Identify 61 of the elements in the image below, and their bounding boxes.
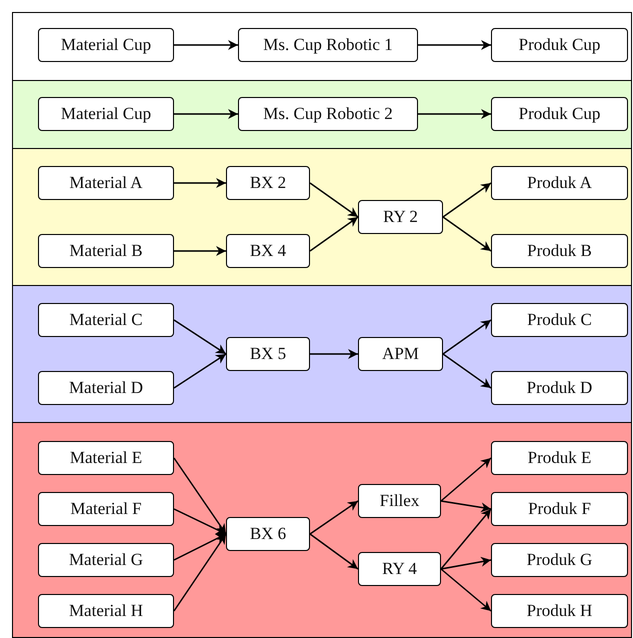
process-box: Material C [38, 303, 174, 337]
lane-band [12, 422, 632, 638]
arrow [173, 458, 227, 534]
arrow [173, 534, 227, 612]
arrow [440, 457, 492, 502]
process-box: Produk Cup [491, 97, 628, 131]
lane-band [12, 285, 632, 423]
process-box: Produk A [491, 166, 628, 200]
arrow [442, 319, 492, 355]
process-box: Material H [38, 594, 174, 628]
process-box: Produk D [491, 371, 628, 405]
process-box: Ms. Cup Robotic 1 [238, 28, 418, 62]
process-box: Material B [38, 234, 174, 268]
process-box: BX 2 [226, 166, 310, 200]
arrow [418, 40, 491, 50]
process-box: Material G [38, 543, 174, 577]
process-box: BX 5 [226, 337, 310, 371]
process-box: Ms. Cup Robotic 2 [238, 97, 418, 131]
arrow [310, 349, 358, 359]
arrow [442, 182, 492, 218]
arrow [174, 109, 238, 119]
arrow [174, 178, 226, 188]
process-box: RY 4 [358, 552, 441, 586]
arrow [440, 568, 492, 612]
arrow [440, 508, 492, 570]
arrow [310, 500, 358, 535]
process-box: Produk Cup [491, 28, 628, 62]
arrow [174, 246, 226, 256]
lane-band [12, 148, 632, 286]
arrow [310, 182, 358, 218]
process-box: Material Cup [38, 97, 174, 131]
arrow [442, 353, 492, 389]
lane-band [12, 12, 632, 81]
process-box: Produk C [491, 303, 628, 337]
process-box: Produk B [491, 234, 628, 268]
arrow [442, 216, 492, 252]
arrow [418, 109, 491, 119]
arrow [310, 533, 358, 570]
arrow [174, 353, 226, 389]
process-box: Produk H [491, 594, 628, 628]
process-box: Material E [38, 441, 174, 475]
process-box: Material D [38, 371, 174, 405]
arrow [174, 40, 238, 50]
arrow [174, 508, 226, 535]
process-box: Produk E [491, 441, 628, 475]
process-box: Fillex [358, 484, 441, 518]
process-box: BX 6 [226, 517, 310, 551]
arrow [310, 216, 358, 252]
process-box: Produk F [491, 492, 628, 526]
process-box: Produk G [491, 543, 628, 577]
lane-band [12, 80, 632, 149]
process-box: APM [358, 337, 443, 371]
process-box: BX 4 [226, 234, 310, 268]
arrow [174, 319, 226, 355]
arrow [174, 533, 226, 561]
process-box: Material F [38, 492, 174, 526]
arrow [440, 556, 492, 570]
arrow [440, 500, 492, 512]
process-box: Material A [38, 166, 174, 200]
process-box: Material Cup [38, 28, 174, 62]
process-box: RY 2 [358, 200, 443, 234]
